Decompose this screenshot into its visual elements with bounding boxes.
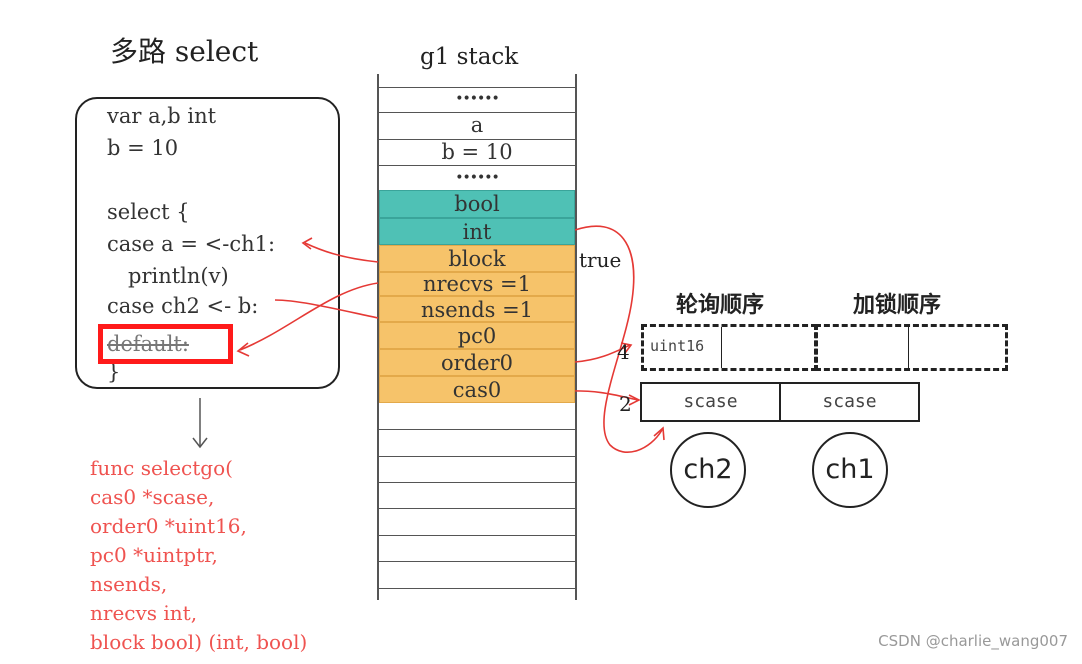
code-line: var a,b int [107, 104, 217, 128]
stack-cell-nrecvs: nrecvs =1 [379, 272, 575, 296]
stack-cell-ellipsis: •••••• [455, 170, 500, 186]
func-line: pc0 *uintptr, [90, 543, 218, 567]
stack-divider [379, 482, 575, 483]
code-line: case ch2 <- b: [107, 294, 259, 318]
stack-divider [379, 535, 575, 536]
scase-cell: scase [640, 382, 781, 422]
code-line: println(v) [128, 264, 229, 288]
code-line-default: default: [107, 332, 189, 356]
stack-divider [379, 112, 575, 113]
poll-order-label: 轮询顺序 [676, 293, 765, 318]
func-line: nsends, [90, 572, 168, 596]
lock-order-array [815, 324, 1008, 371]
func-line: block bool) (int, bool) [90, 630, 308, 654]
array-divider [721, 327, 722, 368]
true-label: true [579, 248, 622, 272]
code-line: case a = <-ch1: [107, 232, 276, 256]
stack-divider [379, 561, 575, 562]
func-line: order0 *uint16, [90, 514, 247, 538]
scase-array-size: 2 [619, 392, 632, 416]
code-line: b = 10 [107, 136, 179, 160]
stack-cell-cas0: cas0 [379, 376, 575, 403]
func-line: cas0 *scase, [90, 485, 215, 509]
scase-cell: scase [779, 382, 920, 422]
stack-cell-a: a [470, 113, 484, 137]
code-box [75, 97, 340, 389]
stack-cell-ellipsis: •••••• [455, 91, 500, 107]
order-array-size: 4 [617, 340, 630, 364]
stack-divider [379, 508, 575, 509]
diagram-title: 多路 select [110, 35, 259, 68]
default-highlight-box [98, 324, 233, 364]
stack-divider [379, 429, 575, 430]
stack-cell-block: block [379, 245, 575, 272]
stack-cell-pc0: pc0 [379, 322, 575, 349]
channel-ch1: ch1 [812, 432, 888, 508]
stack-cell-bool: bool [379, 190, 575, 218]
stack-cell-int: int [379, 218, 575, 245]
lock-order-label: 加锁顺序 [853, 293, 942, 318]
stack-cell-b: b = 10 [441, 140, 513, 164]
stack-divider [379, 165, 575, 166]
func-line: func selectgo( [90, 456, 233, 480]
stack-divider [379, 588, 575, 589]
stack-cell-order0: order0 [379, 349, 575, 376]
stack-cell-nsends: nsends =1 [379, 296, 575, 322]
stack-title: g1 stack [420, 44, 519, 70]
func-line: nrecvs int, [90, 601, 198, 625]
channel-ch2: ch2 [670, 432, 746, 508]
code-line: } [107, 360, 121, 384]
watermark: CSDN @charlie_wang007 [878, 632, 1068, 650]
code-line: select { [107, 200, 190, 224]
stack-divider [379, 87, 575, 88]
array-divider [908, 327, 909, 368]
order-cell-text: uint16 [650, 337, 705, 355]
stack-divider [379, 139, 575, 140]
stack-divider [379, 456, 575, 457]
